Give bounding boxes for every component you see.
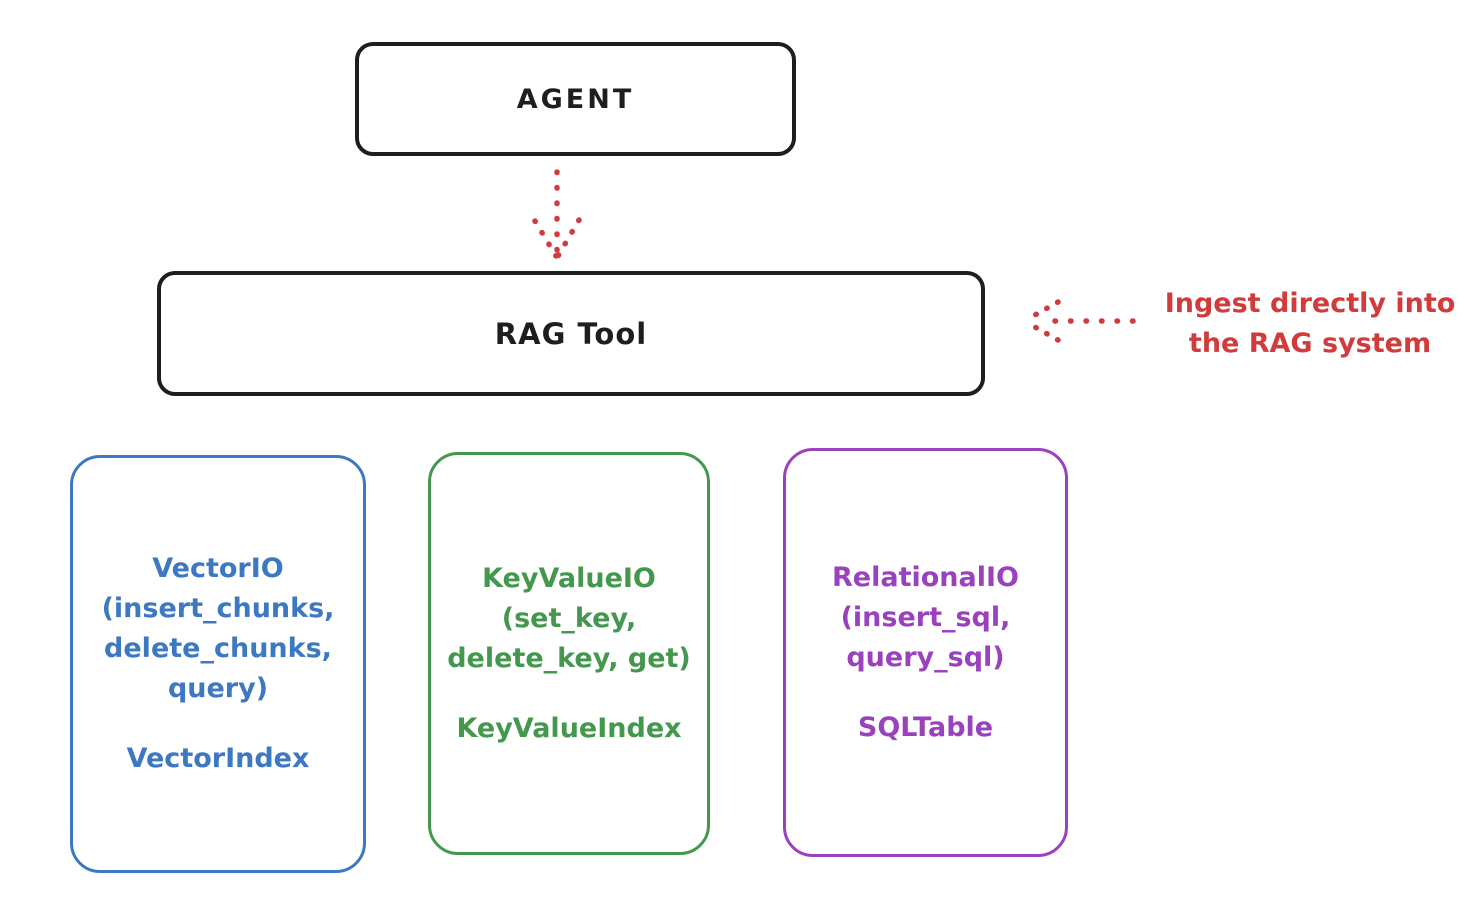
relational-io-box: RelationalIO (insert_sql, query_sql) SQL… [783,448,1068,857]
relational-io-methods: RelationalIO (insert_sql, query_sql) [832,561,1019,673]
vector-io-box: VectorIO (insert_chunks, delete_chunks, … [70,455,366,873]
keyvalue-io-box: KeyValueIO (set_key, delete_key, get) Ke… [428,452,710,855]
keyvalue-index-label: KeyValueIndex [456,712,682,744]
sql-table-label: SQLTable [857,711,994,743]
agent-box: AGENT [355,42,796,156]
vector-io-methods: VectorIO (insert_chunks, delete_chunks, … [101,553,335,704]
keyvalue-io-methods: KeyValueIO (set_key, delete_key, get) [447,562,691,674]
ingest-arrow [1023,299,1136,343]
agent-label: AGENT [516,83,635,115]
agent-to-rag-arrow [532,169,582,259]
rag-tool-label: RAG Tool [494,316,648,351]
vector-index-label: VectorIndex [126,743,310,774]
ingest-annotation: Ingest directly into the RAG system [1164,288,1456,359]
rag-tool-box: RAG Tool [157,271,985,396]
